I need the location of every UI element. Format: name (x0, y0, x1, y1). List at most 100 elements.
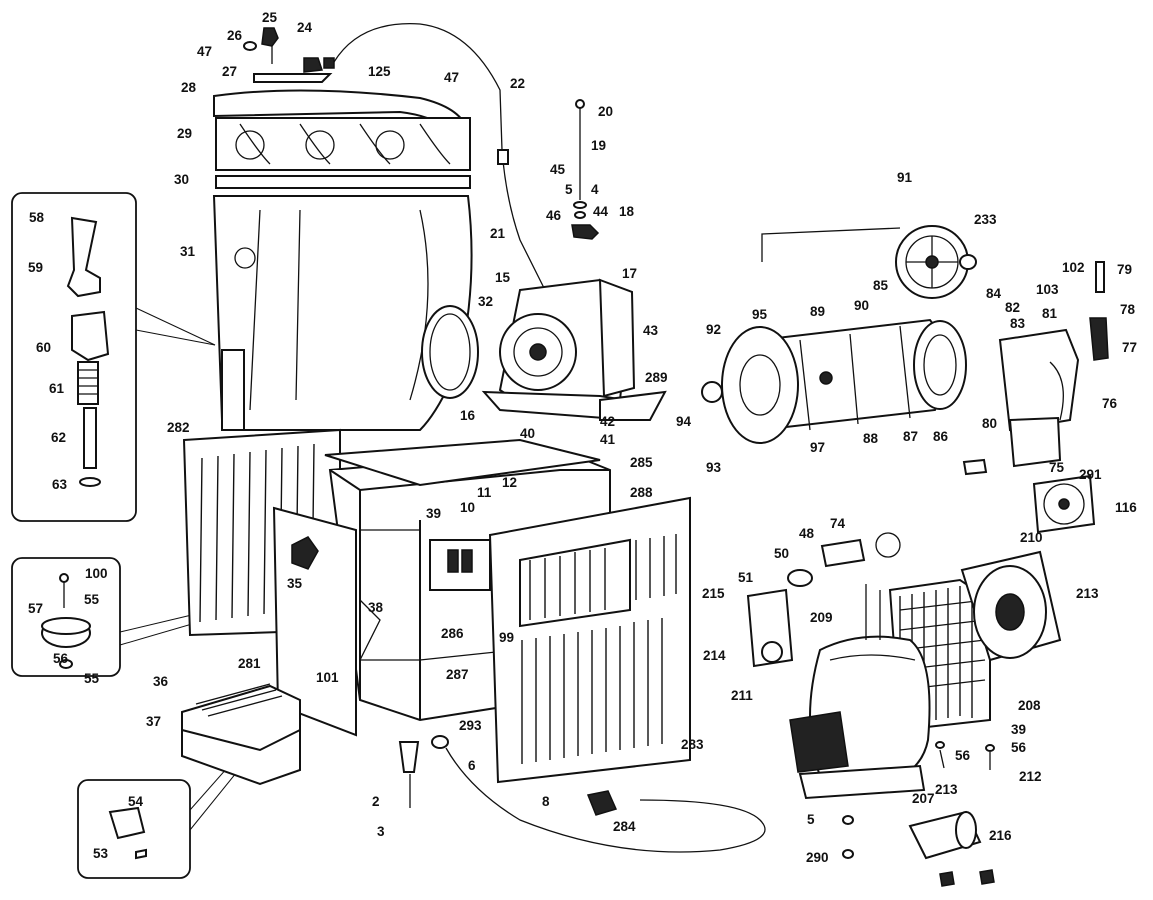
callout-label-18: 18 (619, 204, 635, 219)
callout-label-11: 11 (477, 485, 492, 500)
valve-211 (746, 588, 794, 668)
callout-label-75: 75 (1049, 460, 1065, 475)
callout-label-285: 285 (630, 455, 653, 470)
callout-label-3: 3 (377, 824, 385, 839)
gear-91 (761, 225, 977, 299)
callout-label-24: 24 (297, 20, 313, 35)
dispensing-valve-inset (11, 192, 137, 522)
callout-label-95: 95 (752, 307, 768, 322)
power-cord (445, 747, 766, 853)
callout-label-29: 29 (177, 126, 192, 141)
callout-label-40: 40 (520, 426, 535, 441)
callout-label-28: 28 (181, 80, 197, 95)
callout-label-62: 62 (51, 430, 66, 445)
callout-label-79: 79 (1117, 262, 1132, 277)
callout-label-37: 37 (146, 714, 161, 729)
callout-label-83: 83 (1010, 316, 1026, 331)
callout-label-214: 214 (703, 648, 726, 663)
callout-label-25: 25 (262, 10, 278, 25)
callout-label-30: 30 (174, 172, 189, 187)
callout-label-5: 5 (565, 182, 573, 197)
callout-label-8: 8 (542, 794, 550, 809)
capacitor-216 (908, 810, 995, 887)
auger-drive (481, 278, 667, 422)
callout-label-82: 82 (1005, 300, 1020, 315)
drip-tray (181, 683, 301, 786)
callout-label-15: 15 (495, 270, 511, 285)
callout-label-61: 61 (49, 381, 65, 396)
callout-label-102: 102 (1062, 260, 1085, 275)
callout-label-283: 283 (681, 737, 704, 752)
callout-label-60: 60 (36, 340, 51, 355)
side-panel-281 (272, 506, 357, 737)
callout-label-35: 35 (287, 576, 303, 591)
callout-label-26: 26 (227, 28, 243, 43)
callout-label-284: 284 (613, 819, 636, 834)
callout-label-32: 32 (478, 294, 493, 309)
callout-label-88: 88 (863, 431, 879, 446)
callout-label-293: 293 (459, 718, 482, 733)
callout-label-281: 281 (238, 656, 261, 671)
callout-label-289: 289 (645, 370, 668, 385)
callout-label-41: 41 (600, 432, 616, 447)
callout-label-47: 47 (197, 44, 212, 59)
callout-label-99: 99 (499, 630, 514, 645)
callout-label-6: 6 (468, 758, 476, 773)
callout-label-93: 93 (706, 460, 722, 475)
callout-label-2: 2 (372, 794, 380, 809)
callout-label-87: 87 (903, 429, 918, 444)
capacitor-inset (77, 779, 191, 879)
callout-label-90: 90 (854, 298, 869, 313)
callout-label-47: 47 (444, 70, 459, 85)
callout-label-50: 50 (774, 546, 789, 561)
callout-label-38: 38 (368, 600, 384, 615)
callout-label-55: 55 (84, 671, 100, 686)
callout-label-84: 84 (986, 286, 1002, 301)
switch-50 (787, 532, 901, 587)
callout-label-20: 20 (598, 104, 613, 119)
callout-label-45: 45 (550, 162, 566, 177)
callout-label-27: 27 (222, 64, 237, 79)
callout-label-233: 233 (974, 212, 997, 227)
callout-label-86: 86 (933, 429, 949, 444)
callout-label-10: 10 (460, 500, 475, 515)
callout-label-39: 39 (1011, 722, 1026, 737)
callout-label-54: 54 (128, 794, 144, 809)
callout-label-56: 56 (53, 651, 69, 666)
callout-label-207: 207 (912, 791, 935, 806)
callout-label-76: 76 (1102, 396, 1118, 411)
callout-label-59: 59 (28, 260, 43, 275)
callout-label-101: 101 (316, 670, 339, 685)
callout-label-91: 91 (897, 170, 913, 185)
callout-label-208: 208 (1018, 698, 1041, 713)
callout-label-100: 100 (85, 566, 108, 581)
callout-label-80: 80 (982, 416, 997, 431)
seal-32 (421, 305, 479, 399)
callout-label-209: 209 (810, 610, 833, 625)
callout-label-63: 63 (52, 477, 68, 492)
callout-label-211: 211 (731, 688, 753, 703)
callout-label-55: 55 (84, 592, 100, 607)
callout-label-36: 36 (153, 674, 169, 689)
callout-label-103: 103 (1036, 282, 1059, 297)
callout-label-282: 282 (167, 420, 190, 435)
callout-label-125: 125 (368, 64, 391, 79)
callout-label-31: 31 (180, 244, 196, 259)
callout-label-291: 291 (1079, 467, 1102, 482)
bowl (212, 195, 473, 431)
callout-label-94: 94 (676, 414, 692, 429)
callout-label-22: 22 (510, 76, 525, 91)
callout-label-286: 286 (441, 626, 464, 641)
callout-label-56: 56 (955, 748, 971, 763)
callout-label-290: 290 (806, 850, 829, 865)
fan-291 (1032, 474, 1096, 534)
callout-label-213: 213 (935, 782, 958, 797)
callout-label-116: 116 (1115, 500, 1137, 515)
callout-label-19: 19 (591, 138, 606, 153)
callout-label-58: 58 (29, 210, 45, 225)
callout-label-17: 17 (622, 266, 637, 281)
callout-label-21: 21 (490, 226, 506, 241)
foot-inset (11, 557, 121, 677)
callout-label-42: 42 (600, 414, 615, 429)
